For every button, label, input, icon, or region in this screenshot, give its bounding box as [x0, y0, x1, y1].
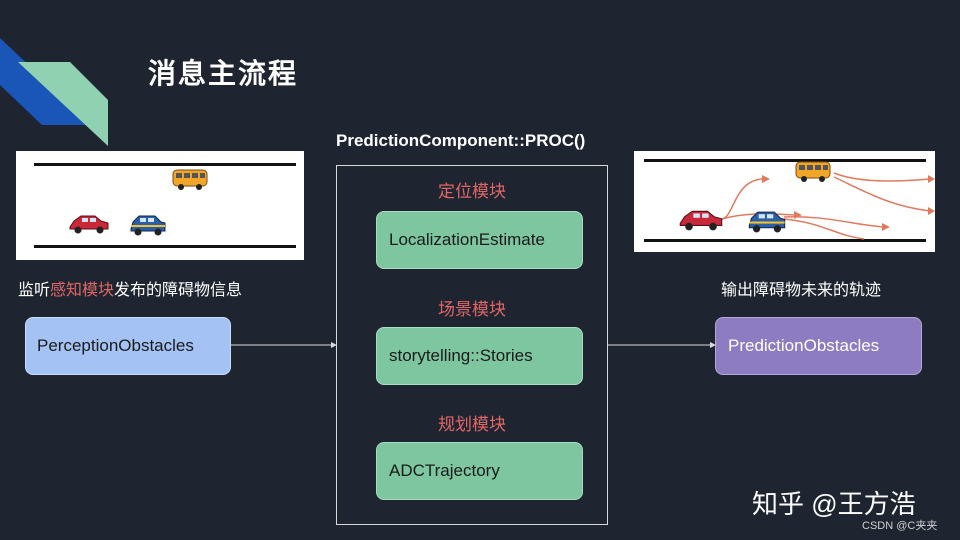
blue-car-icon: [130, 215, 166, 236]
input-caption-post: 发布的障碍物信息: [114, 282, 243, 299]
bus-icon: [172, 169, 208, 190]
zhihu-watermark: 知乎 @王方浩: [752, 489, 916, 519]
red-car-icon: [679, 210, 723, 231]
localization-estimate-text: LocalizationEstimate: [389, 230, 545, 249]
input-caption: 监听感知模块发布的障碍物信息: [18, 276, 242, 300]
output-caption: 输出障碍物未来的轨迹: [721, 282, 882, 299]
localization-estimate-box: LocalizationEstimate: [376, 211, 583, 269]
red-car-icon: [69, 215, 109, 234]
perception-obstacles-box: PerceptionObstacles: [25, 317, 231, 375]
slide-title: 消息主流程: [148, 58, 299, 89]
input-caption-pre: 监听: [18, 282, 51, 299]
input-arrow: [231, 342, 337, 348]
blue-car-icon: [748, 211, 786, 233]
storytelling-box: storytelling::Stories: [376, 327, 583, 385]
storytelling-text: storytelling::Stories: [389, 346, 533, 365]
input-caption-highlight: 感知模块: [50, 282, 115, 299]
output-arrow: [608, 342, 716, 348]
perception-scene-image: [16, 151, 304, 260]
planning-module-label: 规划模块: [438, 415, 506, 434]
perception-obstacles-text: PerceptionObstacles: [37, 336, 194, 355]
trajectory-lines: [721, 172, 935, 240]
prediction-obstacles-box: PredictionObstacles: [715, 317, 922, 375]
adc-trajectory-box: ADCTrajectory: [376, 442, 583, 500]
localization-module-label: 定位模块: [438, 182, 506, 201]
prediction-scene-image: [634, 151, 935, 252]
prediction-obstacles-text: PredictionObstacles: [728, 336, 880, 355]
bus-icon: [795, 161, 831, 182]
adc-trajectory-text: ADCTrajectory: [389, 461, 500, 480]
csdn-watermark: CSDN @C夹夹: [862, 520, 938, 532]
scenario-module-label: 场景模块: [438, 300, 506, 319]
component-title: PredictionComponent::PROC(): [336, 131, 586, 150]
corner-decoration: [0, 38, 108, 146]
